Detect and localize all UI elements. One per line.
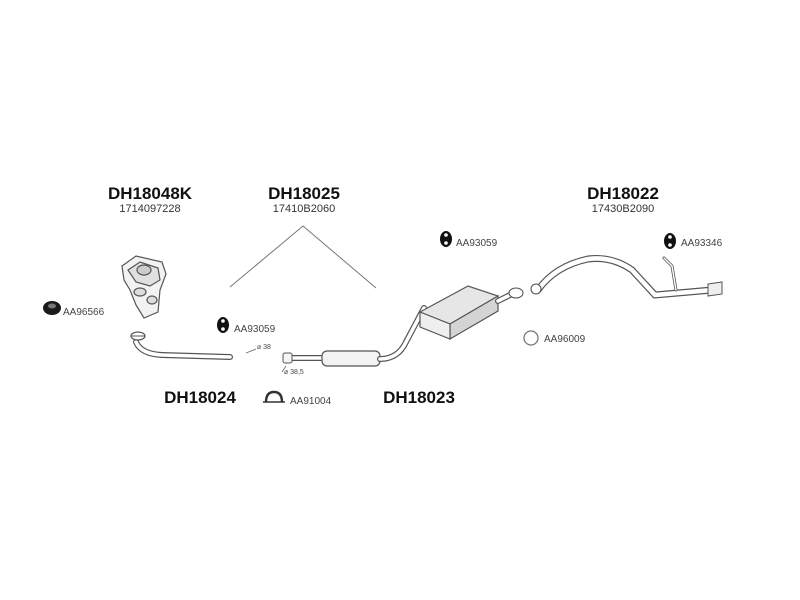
pipe-diameter-label: ⌀ 38: [257, 344, 271, 351]
dim-leader-38: [245, 348, 257, 354]
accessory-code-aa91004[interactable]: AA91004: [290, 396, 332, 407]
gasket-ring-icon: [523, 330, 539, 346]
oem-number-dh18022: 17430B2090: [591, 203, 655, 215]
front-pipe-part[interactable]: [130, 331, 233, 360]
clamp-icon: [263, 390, 285, 403]
part-number-dh18048k[interactable]: DH18048K: [107, 184, 193, 203]
dh18025-bracket-line: [229, 225, 377, 289]
pipe-diameter-label: ⌀ 38,5: [284, 369, 304, 376]
part-number-dh18023[interactable]: DH18023: [383, 388, 455, 407]
accessory-code-aa93346[interactable]: AA93346: [681, 238, 723, 249]
oem-number-dh18025: 17410B2060: [272, 203, 336, 215]
part-number-dh18025[interactable]: DH18025: [268, 184, 340, 203]
part-number-dh18024[interactable]: DH18024: [164, 388, 236, 407]
accessory-code-aa93059-front[interactable]: AA93059: [234, 324, 276, 335]
catalytic-converter-part[interactable]: [121, 255, 167, 319]
rubber-hanger-icon: [217, 317, 229, 333]
middle-silencer-part[interactable]: [282, 305, 427, 367]
accessory-code-aa93059-rear[interactable]: AA93059: [456, 238, 498, 249]
accessory-code-aa96566[interactable]: AA96566: [63, 307, 105, 318]
rear-silencer-part[interactable]: [418, 285, 524, 341]
rubber-mount-icon: [43, 301, 61, 315]
dim-leader-38-5: [281, 365, 287, 373]
part-number-dh18022[interactable]: DH18022: [587, 184, 659, 203]
oem-number-dh18048k: 1714097228: [119, 203, 181, 215]
accessory-code-aa96009[interactable]: AA96009: [544, 334, 586, 345]
rubber-hanger-icon: [440, 231, 452, 247]
rubber-hanger-icon: [664, 233, 676, 249]
tail-pipe-part[interactable]: [530, 255, 723, 299]
